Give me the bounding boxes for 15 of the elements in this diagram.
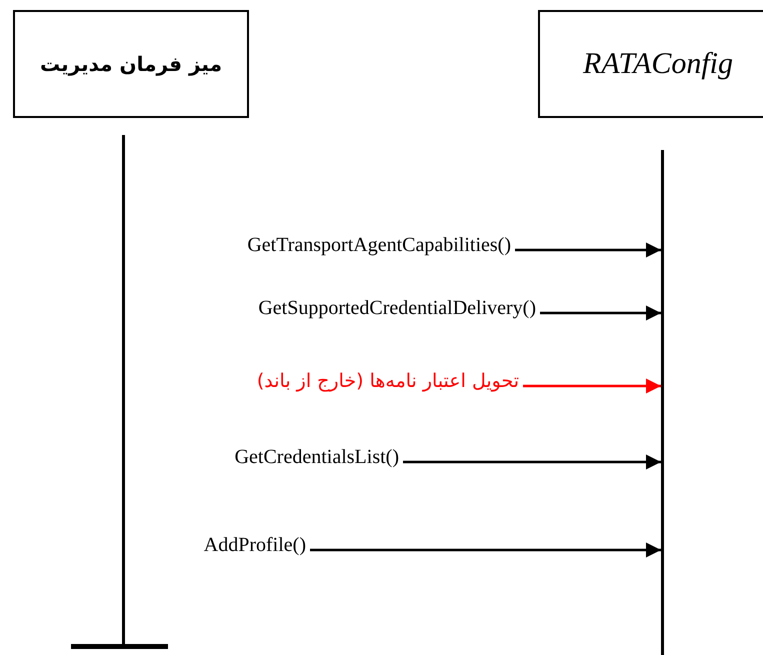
message-label: GetTransportAgentCapabilities(): [247, 233, 511, 257]
message-arrow: [403, 454, 661, 470]
message-arrow: [515, 242, 661, 258]
message-label: AddProfile(): [204, 533, 306, 557]
message-arrow: [310, 542, 661, 558]
message-arrow: [523, 378, 661, 394]
message-arrow: [540, 306, 661, 320]
message-label: GetSupportedCredentialDelivery(): [258, 296, 536, 320]
lifeline: [661, 150, 664, 655]
participant-name: RATAConfig: [583, 47, 733, 81]
message-label: تحویل اعتبار نامه‌ها (خارج از باند): [256, 369, 519, 393]
message-label: GetCredentialsList(): [234, 445, 399, 469]
lifeline-head-box: [538, 10, 763, 118]
lifeline-head-box: [13, 10, 249, 118]
participant-name: میز فرمان مدیریت: [40, 52, 222, 76]
